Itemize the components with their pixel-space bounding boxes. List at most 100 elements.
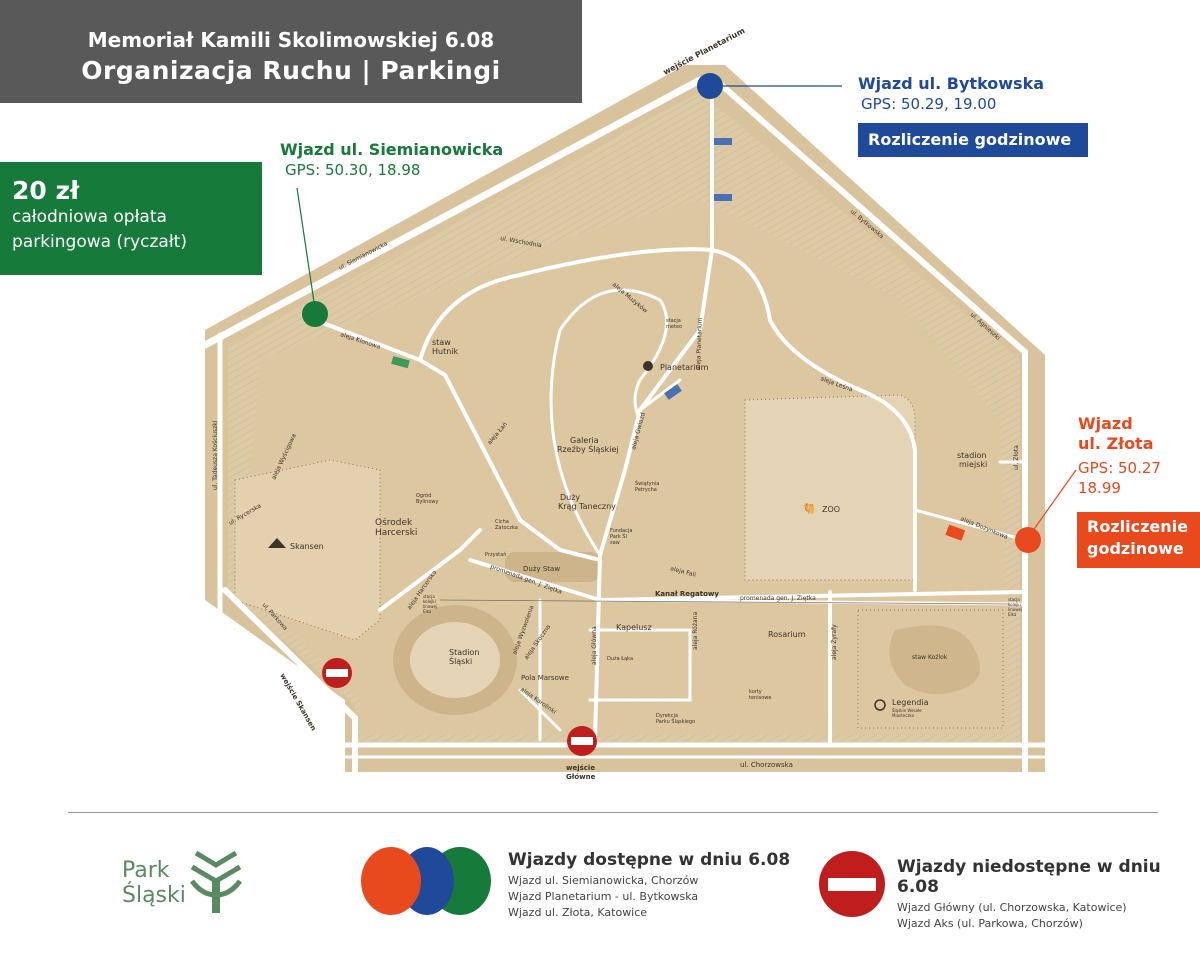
label-kapelusz: Kapelusz xyxy=(616,623,652,632)
label-rosarium: Rosarium xyxy=(768,630,806,639)
label-wejscie-glowne-2: Główne xyxy=(566,773,596,781)
label-kanal-regatowy: Kanał Regatowy xyxy=(655,590,719,598)
available-item: Wjazd Planetarium - ul. Bytkowska xyxy=(508,890,699,903)
label-skansen: Skansen xyxy=(290,542,324,551)
duzy-staw xyxy=(505,552,600,582)
page-title: Organizacja Ruchu | Parkingi xyxy=(81,56,501,85)
label-aleja-planetarium: aleja Planetarium xyxy=(695,317,704,370)
bytkowska-callout: Wjazd ul. Bytkowska GPS: 50.29, 19.00 xyxy=(858,74,1044,114)
label-promenada-east: promenada gen. J. Ziętka xyxy=(740,595,816,602)
siemianowicka-leader xyxy=(296,187,315,303)
label-przystan: Przystań xyxy=(485,551,506,558)
available-legend: Wjazdy dostępne w dniu 6.08 Wjazd ul. Si… xyxy=(508,850,790,921)
label-wejscie-skansen: wejście Skansen xyxy=(278,672,317,732)
cable-car-line xyxy=(439,599,1011,605)
zlota-gps-2: 18.99 xyxy=(1078,479,1121,497)
label-staw-kozlok: staw Koźlok xyxy=(912,654,948,661)
ferris-wheel-icon xyxy=(874,699,886,711)
unavailable-title: Wjazdy niedostępne w dniu 6.08 xyxy=(897,857,1161,897)
siemianowicka-callout: Wjazd ul. Siemianowicka GPS: 50.30, 18.9… xyxy=(280,140,503,180)
available-item: Wjazd ul. Złota, Katowice xyxy=(508,906,648,919)
legend-divider xyxy=(68,812,1158,813)
label-planetarium: Planetarium xyxy=(660,363,709,372)
price-desc-2: parkingowa (ryczałt) xyxy=(12,232,187,252)
siemianowicka-title: Wjazd ul. Siemianowicka xyxy=(280,140,504,159)
unavailable-item: Wjazd Aks (ul. Parkowa, Chorzów) xyxy=(897,917,1083,930)
label-duza-laka: Duża Łąka xyxy=(607,656,633,662)
event-title: Memoriał Kamili Skolimowskiej 6.08 xyxy=(87,28,495,52)
unavailable-legend: Wjazdy niedostępne w dniu 6.08 Wjazd Głó… xyxy=(897,857,1200,932)
zlota-gps-1: GPS: 50.27 xyxy=(1078,459,1161,477)
zlota-badge: Rozliczenie godzinowe xyxy=(1077,512,1200,568)
price-desc-1: całodniowa opłata xyxy=(12,207,167,227)
label-ul-chorzowska: ul. Chorzowska xyxy=(740,761,793,769)
available-title: Wjazdy dostępne w dniu 6.08 xyxy=(508,850,791,870)
label-ul-zlota: ul. Złota xyxy=(1013,445,1020,470)
park-map: wejście Planetarium ul. Siemianowicka ul… xyxy=(201,26,1077,781)
label-pola-marsowe: Pola Marsowe xyxy=(521,674,569,682)
camel-icon: 🐫 xyxy=(803,503,815,515)
label-aleja-rozana: aleja Różana xyxy=(692,612,699,650)
zlota-leader xyxy=(1031,469,1077,533)
parking-green xyxy=(391,356,410,369)
entrance-zlota-marker[interactable] xyxy=(1015,527,1041,553)
tree-logo-icon xyxy=(189,850,243,913)
parking-orange xyxy=(945,524,966,541)
zlota-title-1: Wjazd xyxy=(1078,414,1133,433)
entrance-siemianowicka-marker[interactable] xyxy=(302,301,328,327)
zlota-badge-2: godzinowe xyxy=(1087,539,1184,558)
price-amount: 20 zł xyxy=(12,176,80,205)
unavailable-item: Wjazd Główny (ul. Chorzowska, Katowice) xyxy=(897,901,1127,914)
parking-blue-1 xyxy=(714,138,732,145)
park-slaski-logo: Park Śląski xyxy=(122,858,186,908)
planetarium-icon xyxy=(643,361,653,371)
legendia-area xyxy=(857,609,1004,729)
bytkowska-title: Wjazd ul. Bytkowska xyxy=(858,74,1045,93)
entrance-bytkowska-marker[interactable] xyxy=(697,73,723,99)
label-ul-kosciuszki: ul. Tadeusza Kościuszki xyxy=(212,420,219,490)
staw-kozlok xyxy=(889,625,980,694)
label-legendia: Legendia xyxy=(892,698,929,707)
parking-blue-2 xyxy=(714,194,732,201)
no-entry-glowne-icon[interactable] xyxy=(567,726,597,756)
logo-text-2: Śląski xyxy=(122,883,186,908)
title-banner: Memoriał Kamili Skolimowskiej 6.08 Organ… xyxy=(0,0,582,103)
no-entry-skansen-icon[interactable] xyxy=(322,658,352,688)
label-aleja-glowna: aleja Główna xyxy=(591,626,598,665)
label-aleja-zyrafy: aleja Żyrafy xyxy=(831,624,838,660)
stadion-field xyxy=(410,622,500,698)
roads xyxy=(201,76,1048,775)
bytkowska-badge: Rozliczenie godzinowe xyxy=(858,123,1088,157)
zoo-area xyxy=(744,394,916,581)
zlota-callout: Wjazd ul. Złota GPS: 50.27 18.99 xyxy=(1078,414,1161,498)
skansen-icon xyxy=(268,538,286,548)
label-wejscie-glowne: wejście xyxy=(566,764,595,772)
siemianowicka-gps: GPS: 50.30, 18.98 xyxy=(285,161,421,179)
zlota-title-2: ul. Złota xyxy=(1078,434,1154,453)
available-entrances-icon xyxy=(361,847,491,915)
available-item: Wjazd ul. Siemianowicka, Chorzów xyxy=(508,874,699,887)
zlota-badge-1: Rozliczenie xyxy=(1087,517,1188,536)
parking-blue-3 xyxy=(664,384,682,400)
parking-price-box: 20 zł całodniowa opłata parkingowa (rycz… xyxy=(0,162,262,275)
bytkowska-gps: GPS: 50.29, 19.00 xyxy=(861,95,997,113)
label-duzy-staw: Duży Staw xyxy=(523,565,560,573)
label-zoo: ZOO xyxy=(822,505,840,514)
no-entry-legend-icon xyxy=(819,851,885,917)
logo-text-1: Park xyxy=(122,858,170,883)
